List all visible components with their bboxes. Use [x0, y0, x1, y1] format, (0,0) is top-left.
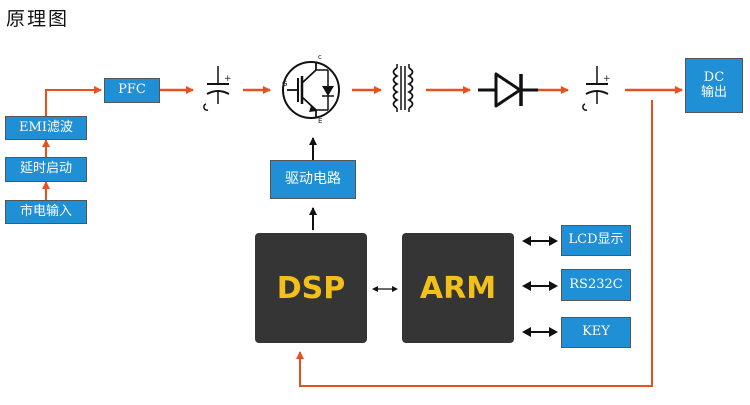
link-arm-rs232c — [522, 281, 558, 291]
arrow-feedback-to-dsp — [296, 100, 653, 387]
dc-output-block: DC 输出 — [685, 58, 743, 113]
cap2-plus-label: + — [603, 74, 611, 84]
arm-chip: ARM — [402, 233, 514, 343]
driver-circuit-block: 驱动电路 — [270, 160, 356, 199]
mains-input-block: 市电输入 — [5, 200, 87, 224]
transformer-icon — [392, 64, 414, 112]
diagram-title: 原理图 — [6, 8, 70, 30]
arrow-emi-to-pfc — [45, 86, 102, 116]
rs232c-block: RS232C — [561, 269, 631, 301]
diode-icon — [478, 72, 538, 108]
output-capacitor-icon — [582, 66, 609, 111]
capacitor-icon — [203, 66, 230, 111]
dsp-chip: DSP — [255, 233, 367, 343]
igbt-emitter-label: E — [318, 117, 323, 125]
link-arm-key — [522, 327, 558, 337]
lcd-display-block: LCD显示 — [561, 225, 631, 256]
igbt-gate-label: G — [282, 80, 288, 88]
igbt-icon — [282, 61, 340, 119]
emi-filter-block: EMI滤波 — [5, 116, 87, 140]
igbt-collector-label: c — [318, 53, 322, 61]
delay-start-block: 延时启动 — [5, 157, 87, 182]
cap1-plus-label: + — [224, 74, 232, 84]
link-arm-lcd — [522, 236, 558, 246]
link-dsp-arm — [372, 286, 398, 292]
pfc-block: PFC — [104, 78, 160, 103]
key-block: KEY — [561, 317, 631, 348]
